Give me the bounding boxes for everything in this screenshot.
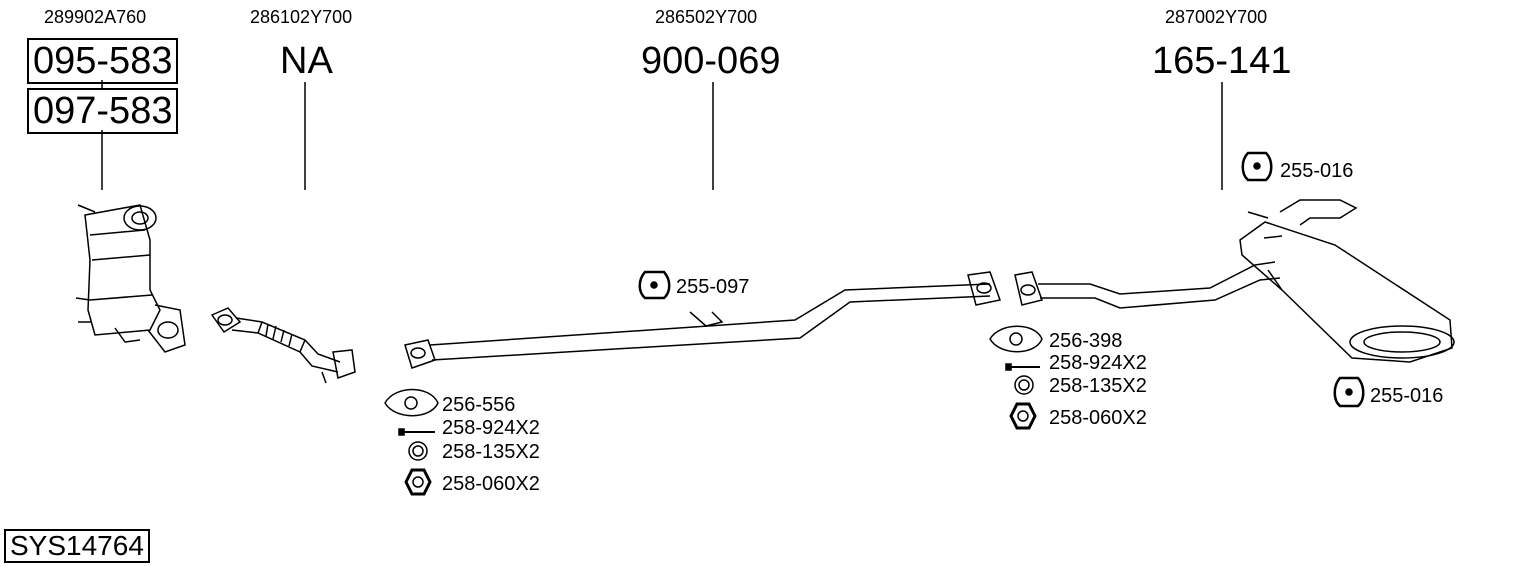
oem-number: 289902A760 [44, 7, 147, 27]
hanger-icon [638, 270, 671, 300]
system-code-box: SYS14764 [4, 529, 150, 563]
washer-icon [408, 441, 428, 461]
bolt-label: 258-924X2 [1049, 352, 1147, 374]
nut-label: 258-060X2 [442, 473, 540, 495]
washer-label: 258-135X2 [442, 441, 540, 463]
oem-number: 286102Y700 [250, 7, 353, 27]
part-number: NA [280, 40, 333, 82]
hanger-label: 255-016 [1370, 385, 1444, 407]
bolt-icon [1005, 363, 1040, 371]
washer-icon [1014, 375, 1034, 395]
bolt-icon [398, 428, 435, 436]
bolt-label: 258-924X2 [442, 417, 540, 439]
nut-icon [1009, 402, 1037, 430]
hanger-icon [1333, 376, 1365, 408]
hanger-label: 255-016 [1280, 160, 1354, 182]
oem-number: 286502Y700 [655, 7, 758, 27]
part-number: 900-069 [641, 40, 781, 82]
gasket-label: 256-398 [1049, 330, 1123, 352]
part-number-box: 095-583 [27, 38, 179, 84]
rear-silencer [1014, 199, 1455, 363]
middle-pipe [404, 271, 1001, 369]
catalytic-converter [75, 204, 186, 353]
oem-number: 287002Y700 [1165, 7, 1268, 27]
nut-label: 258-060X2 [1049, 407, 1147, 429]
hanger-icon [1241, 151, 1273, 182]
part-number: 165-141 [1152, 40, 1292, 82]
hanger-label: 255-097 [676, 276, 750, 298]
front-pipe [210, 307, 356, 384]
gasket-icon [989, 325, 1043, 353]
gasket-label: 256-556 [442, 394, 516, 416]
part-number-box: 097-583 [27, 88, 179, 134]
washer-label: 258-135X2 [1049, 375, 1147, 397]
gasket-icon [384, 388, 439, 417]
nut-icon [404, 468, 432, 496]
